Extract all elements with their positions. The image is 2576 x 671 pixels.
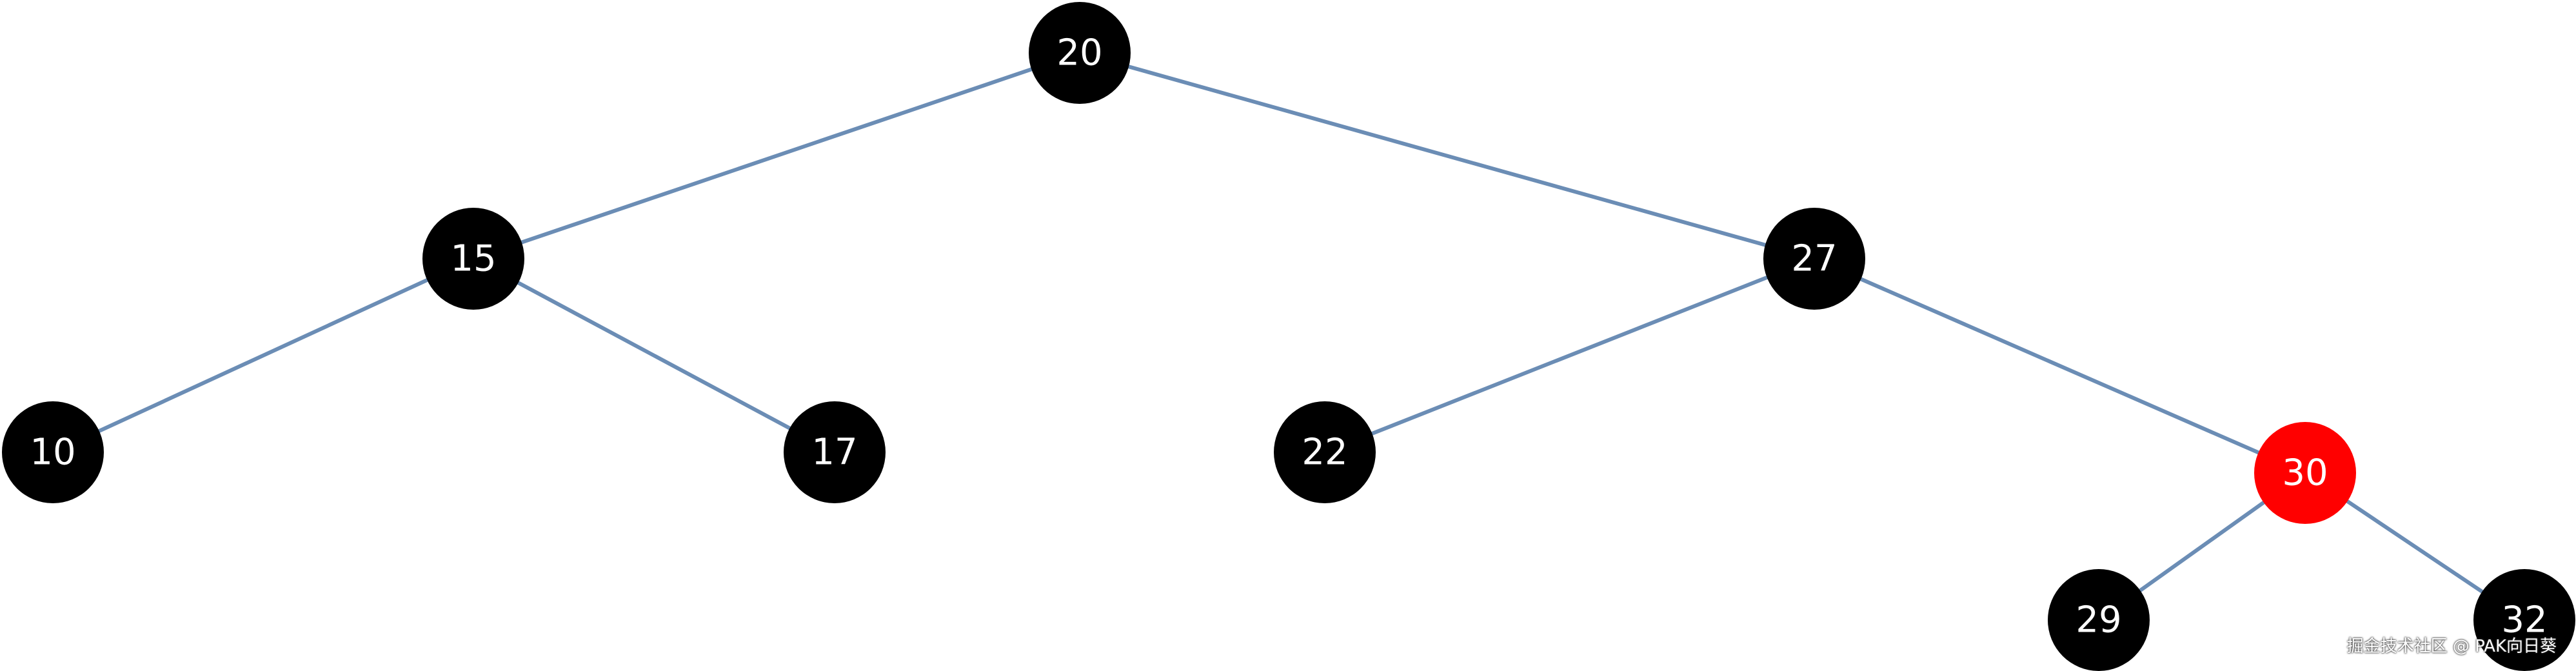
node-label: 10 — [30, 432, 75, 474]
edge-27-30 — [1812, 257, 2307, 475]
tree-node-17: 17 — [784, 401, 886, 503]
node-circle — [2048, 569, 2150, 671]
tree-node-22: 22 — [1274, 401, 1376, 503]
node-circle — [784, 401, 886, 503]
node-label: 30 — [2282, 452, 2328, 494]
node-label: 15 — [450, 238, 496, 280]
node-circle — [1274, 401, 1376, 503]
tree-node-30: 30 — [2254, 422, 2356, 524]
node-circle — [2, 401, 104, 503]
edge-15-10 — [51, 257, 475, 454]
node-label: 17 — [811, 432, 857, 474]
node-circle — [2254, 422, 2356, 524]
edge-20-27 — [1078, 51, 1816, 261]
node-circle — [1763, 208, 1865, 310]
tree-node-27: 27 — [1763, 208, 1865, 310]
node-label: 32 — [2501, 599, 2547, 641]
node-label: 27 — [1791, 238, 1837, 280]
node-circle — [422, 208, 524, 310]
tree-node-15: 15 — [422, 208, 524, 310]
watermark-text: 掘金技术社区 @ PAK向日葵 — [2346, 637, 2557, 656]
node-circle — [2473, 569, 2575, 671]
edge-20-15 — [471, 51, 1082, 261]
tree-node-20: 20 — [1029, 2, 1131, 104]
tree-node-32: 32 — [2473, 569, 2575, 671]
tree-edges — [51, 51, 2526, 622]
node-label: 29 — [2076, 599, 2121, 641]
tree-node-10: 10 — [2, 401, 104, 503]
edge-15-17 — [471, 257, 837, 454]
tree-node-29: 29 — [2048, 569, 2150, 671]
node-label: 22 — [1302, 432, 1347, 474]
node-label: 20 — [1056, 32, 1102, 74]
node-circle — [1029, 2, 1131, 104]
edge-27-22 — [1323, 257, 1816, 454]
